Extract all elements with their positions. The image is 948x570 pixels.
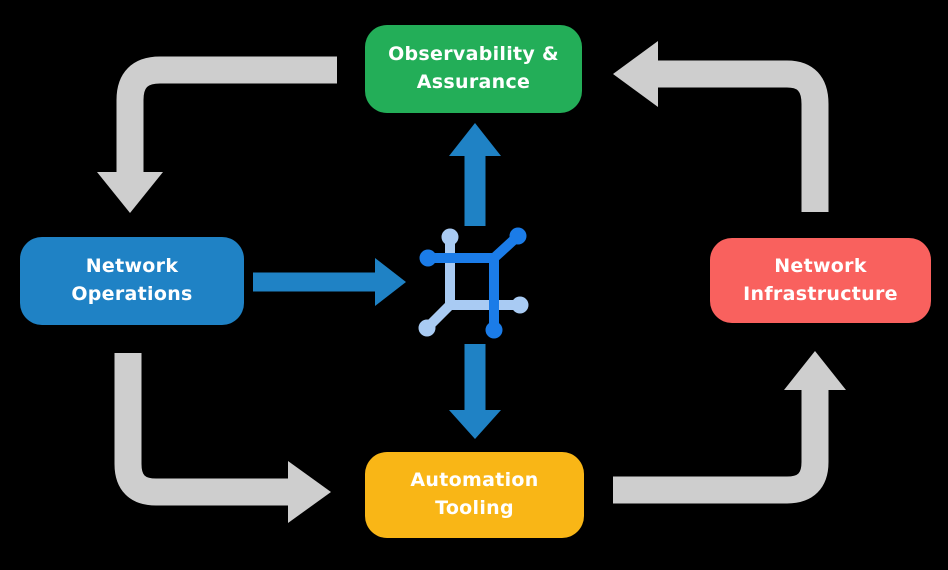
cycle-arrow-observability-to-operations: [97, 56, 337, 213]
node-label-line: Observability &: [388, 43, 559, 66]
node-network-infrastructure: Network Infrastructure: [710, 238, 931, 323]
cycle-arrow-infrastructure-to-observability: [613, 41, 829, 212]
cycle-arrow-operations-to-automation: [114, 353, 331, 523]
node-label-line: Automation: [410, 469, 539, 492]
node-automation-label: Automation Tooling: [410, 467, 538, 522]
node-label-line: Operations: [71, 283, 193, 305]
node-observability-label: Observability & Assurance: [388, 41, 559, 96]
node-label-line: Assurance: [416, 71, 531, 93]
network-mesh-icon-light-branches: [418, 228, 529, 337]
node-label-line: Network: [85, 255, 179, 278]
node-network-operations: Network Operations: [20, 237, 244, 325]
node-automation-tooling: Automation Tooling: [365, 452, 584, 538]
network-mesh-icon-dark-branches: [419, 227, 527, 339]
network-mesh-icon: [418, 227, 529, 339]
flow-arrow-center-to-automation: [449, 344, 501, 439]
node-observability-assurance: Observability & Assurance: [365, 25, 582, 113]
cycle-arrow-automation-to-infrastructure: [613, 351, 846, 504]
node-label-line: Infrastructure: [743, 282, 898, 305]
node-label-line: Tooling: [435, 497, 514, 519]
node-operations-label: Network Operations: [71, 253, 192, 308]
flow-arrow-center-to-observability: [449, 123, 501, 226]
flow-arrow-operations-to-center: [253, 258, 406, 306]
node-infrastructure-label: Network Infrastructure: [743, 253, 898, 308]
node-label-line: Network: [774, 254, 867, 277]
